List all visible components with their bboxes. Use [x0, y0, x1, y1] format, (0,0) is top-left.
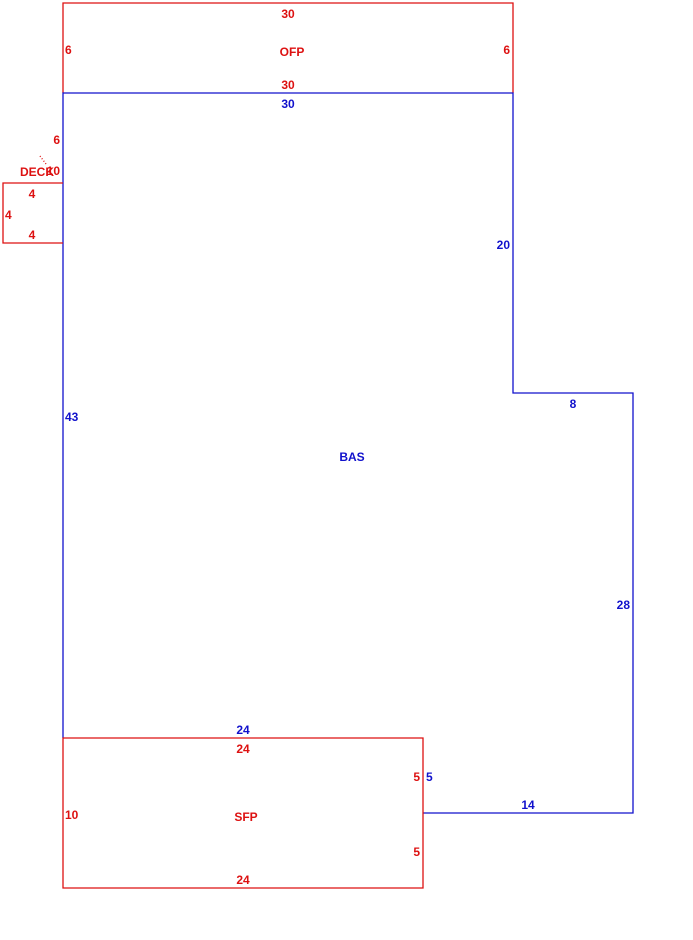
- ofp-area: [62, 2, 514, 93]
- deck-top-dimension: 4: [29, 187, 36, 201]
- bas-bottom-left-dimension: 24: [236, 723, 250, 737]
- bas-outline: [62, 92, 634, 814]
- ofp-outline: [62, 2, 514, 93]
- bas-right-upper-dimension: 20: [497, 238, 511, 252]
- sfp-area: [62, 737, 424, 889]
- deck-left-dimension: 4: [5, 208, 12, 222]
- ofp-left-dimension: 6: [65, 43, 72, 57]
- deck-side-a-dimension: 6: [53, 133, 60, 147]
- sfp-bottom-dimension: 24: [236, 873, 250, 887]
- sfp-outline: [62, 737, 424, 889]
- ofp-name-label: OFP: [280, 45, 305, 59]
- bas-step-dimension: 8: [570, 397, 577, 411]
- bas-area: [62, 92, 634, 814]
- deck-bottom-dimension: 4: [29, 228, 36, 242]
- bas-name-label: BAS: [339, 450, 364, 464]
- bas-left-dimension: 43: [65, 410, 79, 424]
- sfp-left-dimension: 10: [65, 808, 79, 822]
- sfp-right-upper-dimension: 5: [413, 770, 420, 784]
- sfp-name-label: SFP: [234, 810, 257, 824]
- bas-top-dimension: 30: [281, 97, 295, 111]
- ofp-top-dimension: 30: [281, 7, 295, 21]
- bas-right-lower-dimension: 28: [617, 598, 631, 612]
- sfp-right-lower-dimension: 5: [413, 845, 420, 859]
- deck-pointer-line: [39, 155, 47, 165]
- ofp-bottom-dimension: 30: [281, 78, 295, 92]
- ofp-right-dimension: 6: [503, 43, 510, 57]
- sfp-top-dimension: 24: [236, 742, 250, 756]
- bas-notch-dimension: 5: [426, 770, 433, 784]
- deck-name-label: DECK: [20, 165, 54, 179]
- deck-side-b-dimension: 10: [47, 164, 61, 178]
- deck-area: [2, 155, 63, 244]
- bas-bottom-right-dimension: 14: [521, 798, 535, 812]
- deck-outline: [2, 182, 63, 244]
